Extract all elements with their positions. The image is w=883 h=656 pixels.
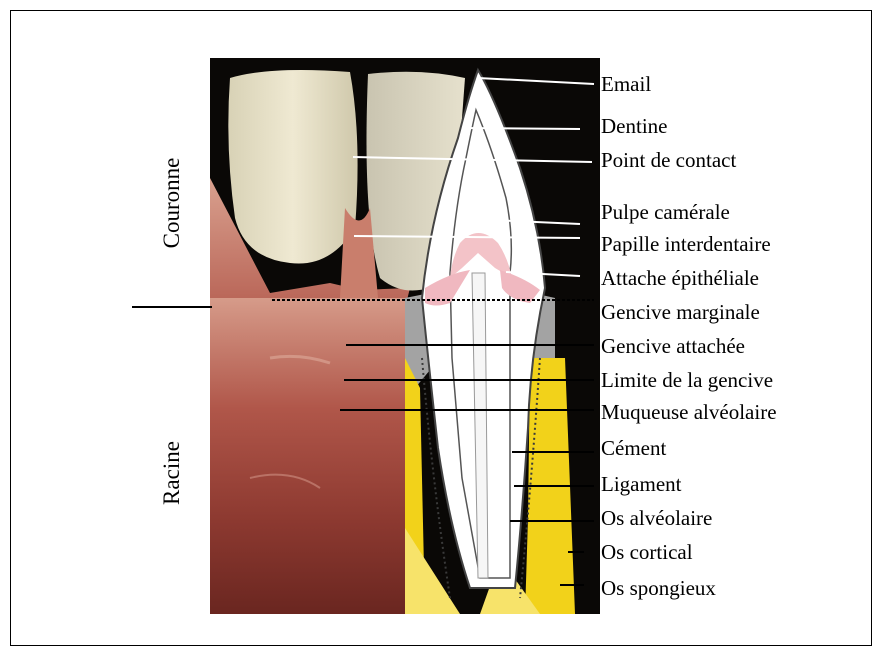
leader-email [478, 78, 594, 84]
label-os-alveolaire: Os alvéolaire [601, 506, 712, 530]
leader-attache [506, 272, 580, 276]
label-attache-epitheliale: Attache épithéliale [601, 266, 759, 290]
label-dentine: Dentine [601, 114, 667, 138]
label-limite-gencive: Limite de la gencive [601, 368, 773, 392]
label-muqueuse-alveolaire: Muqueuse alvéolaire [601, 400, 777, 424]
leader-point-contact [353, 157, 592, 162]
leader-dentine [462, 128, 580, 129]
leader-pulpe [470, 219, 580, 224]
label-email: Email [601, 72, 651, 96]
label-pulpe-camerale: Pulpe camérale [601, 200, 730, 224]
label-papille-interdentaire: Papille interdentaire [601, 232, 771, 256]
label-gencive-attachee: Gencive attachée [601, 334, 745, 358]
label-ligament: Ligament [601, 472, 681, 496]
leader-papille [354, 236, 580, 238]
region-label-couronne: Couronne [159, 149, 185, 257]
label-os-cortical: Os cortical [601, 540, 693, 564]
label-gencive-marginale: Gencive marginale [601, 300, 760, 324]
label-point-de-contact: Point de contact [601, 148, 736, 172]
label-os-spongieux: Os spongieux [601, 576, 716, 600]
region-label-racine: Racine [159, 436, 185, 510]
label-cement: Cément [601, 436, 666, 460]
